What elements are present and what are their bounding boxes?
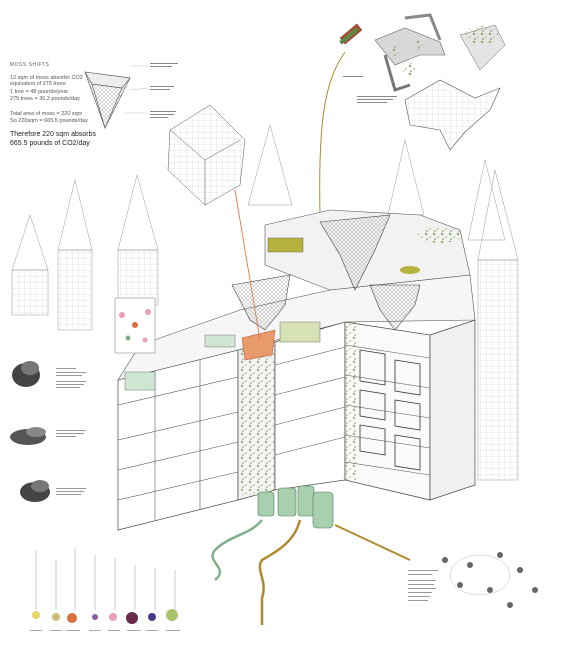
orange-pipe-line — [319, 51, 346, 216]
moss-line-6: Total area of moss = 220 sqm — [10, 111, 83, 117]
moss-conclusion-1: Therefore 220 sqm absorbs — [10, 131, 96, 138]
right-spires — [387, 139, 519, 481]
facade-floor-lines — [117, 344, 431, 520]
moss-conclusion-2: 665.5 pounds of CO2/day — [10, 140, 90, 147]
vertical-garden-shaft-left — [240, 345, 274, 495]
funnel-canopies — [231, 214, 421, 331]
moss-module-diagram — [84, 65, 149, 129]
green-pipe — [211, 519, 263, 581]
facade-windows — [359, 349, 421, 471]
highlight-leader — [234, 189, 261, 341]
plant-illustrations-left — [10, 361, 50, 502]
highlighted-core — [241, 329, 276, 361]
flower-tower — [114, 297, 156, 354]
moss-line-4: 275 trees = 36.2 pounds/day — [10, 96, 80, 102]
moss-shifts-title: MOSS SHIFTS — [10, 62, 50, 68]
moss-line-3: 1 tree = 48 pounds/year — [10, 89, 69, 95]
flower-legend — [32, 548, 178, 624]
canopy-annotation — [343, 76, 397, 103]
rainwater-notes — [408, 570, 438, 601]
flower-legend-captions — [30, 630, 180, 631]
planter-pod-module — [459, 24, 506, 71]
moss-line-1: 12 sqm of moss absorbs CO2 — [10, 75, 83, 81]
people-cluster — [442, 552, 538, 608]
pipe-frame-module — [374, 13, 446, 92]
moss-line-2: equivalent of 275 trees — [10, 81, 66, 87]
moss-line-7: So 220sqm = 665.5 pounds/day — [10, 118, 88, 124]
water-tanks — [257, 485, 334, 529]
olive-pipe — [258, 519, 302, 625]
moss-module-annotations — [150, 63, 178, 118]
olive-pipe-right — [334, 524, 411, 561]
mesh-panel-diagram — [167, 104, 246, 206]
left-spires — [11, 124, 293, 331]
canopy-roof-module — [404, 79, 501, 151]
vertical-garden-shaft-right — [346, 300, 356, 480]
red-sensor-detail — [339, 23, 363, 45]
plant-notes-left — [56, 368, 86, 495]
